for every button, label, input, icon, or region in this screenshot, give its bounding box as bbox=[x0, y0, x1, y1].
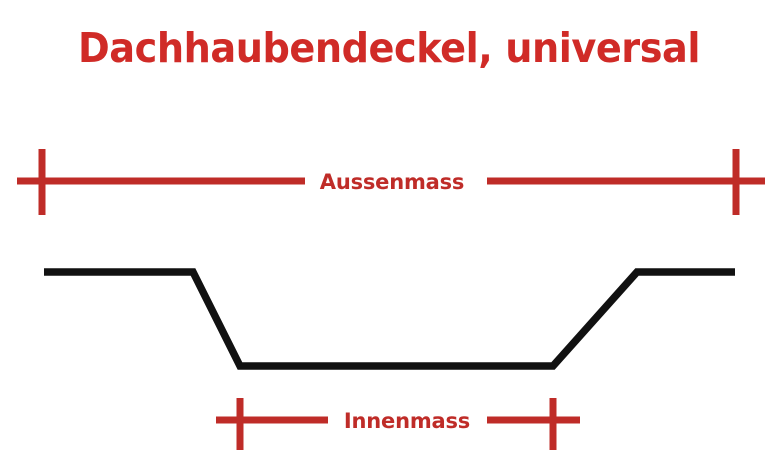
inner-dimension-group: Innenmass bbox=[216, 398, 580, 450]
outer-dimension-group: Aussenmass bbox=[17, 149, 765, 215]
page-title: Dachhaubendeckel, universal bbox=[78, 24, 700, 72]
inner-dimension-label: Innenmass bbox=[344, 409, 470, 433]
outer-dimension-label: Aussenmass bbox=[320, 170, 464, 194]
cover-profile-outline bbox=[44, 268, 735, 370]
